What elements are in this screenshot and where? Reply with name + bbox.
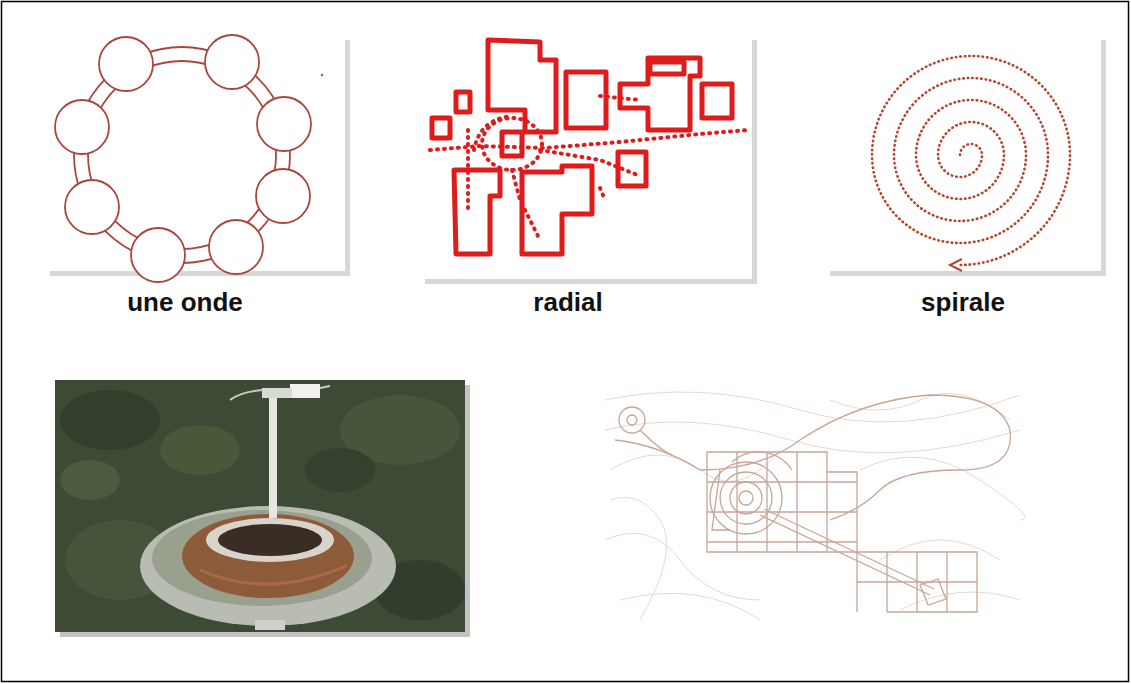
caption-label: spirale bbox=[921, 288, 1005, 317]
caption-label: une onde bbox=[127, 288, 243, 317]
aerial-photo bbox=[55, 380, 470, 637]
radial-plan-illustration bbox=[420, 35, 757, 284]
site-plan bbox=[600, 380, 1025, 636]
wave-ring-illustration bbox=[45, 35, 350, 282]
caption-label: radial bbox=[533, 288, 602, 317]
spiral-illustration bbox=[825, 35, 1106, 276]
